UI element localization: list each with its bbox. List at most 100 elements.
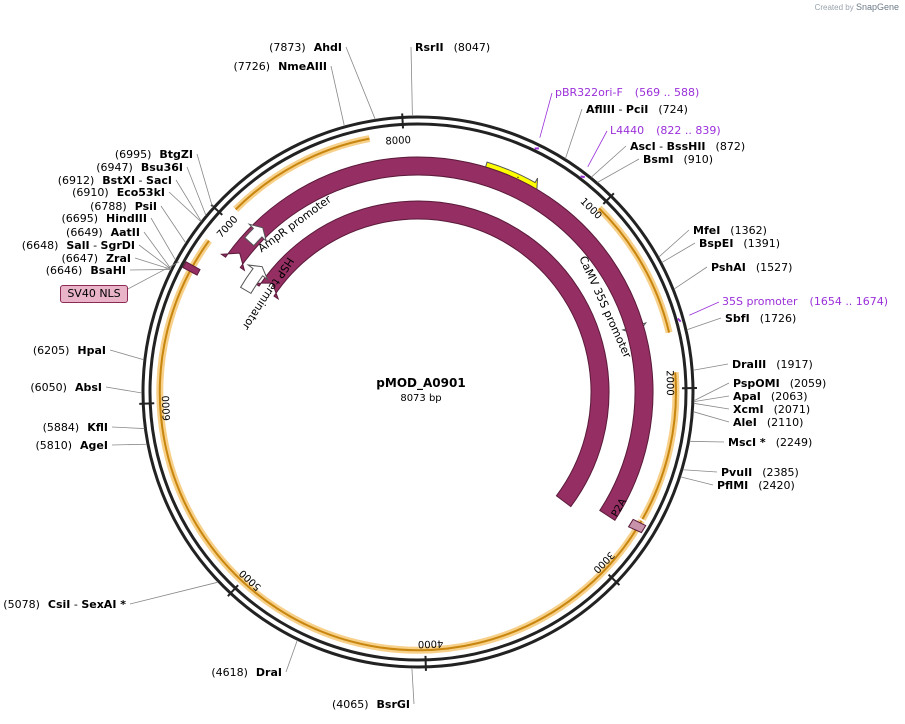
primer-name: pBR322ori-F	[555, 86, 623, 99]
backbone-outer-strand	[141, 115, 695, 669]
site-pvuii[interactable]: PvuII(2385)	[721, 466, 799, 479]
feature-hsp-terminator-label: HSP terminator	[239, 255, 296, 333]
site-psii[interactable]: (6788)PsiI	[90, 200, 157, 213]
tick-8000	[401, 113, 405, 129]
site-asci[interactable]: AscI - BssHII(872)	[630, 140, 745, 153]
site-name: AgeI	[80, 439, 108, 452]
site-hpai[interactable]: (6205) HpaI	[33, 344, 106, 357]
site-eco53ki[interactable]: (6910)Eco53kI	[72, 186, 165, 199]
site-bsrgi[interactable]: (4065) BsrGI	[332, 698, 410, 711]
site-apai[interactable]: ApaI(2063)	[733, 390, 807, 403]
sv40-nls-label[interactable]: SV40 NLS	[60, 285, 128, 303]
site-name-2: SexAI *	[81, 598, 126, 611]
primer-labels: pBR322ori-F(569 .. 588) L4440(822 .. 839)…	[534, 86, 888, 323]
site-bsu36i[interactable]: (6947)Bsu36I	[96, 161, 183, 174]
site-name: BsmI	[643, 153, 674, 166]
feature-hsp-terminator-arrow[interactable]	[239, 264, 269, 295]
site-name: PvuII	[721, 466, 752, 479]
site-alei[interactable]: AleI(2110)	[733, 416, 803, 429]
site-bstxi[interactable]: (6912)BstXI - SacI	[58, 174, 172, 187]
site-position: (724)	[658, 103, 688, 116]
site-name: XcmI	[733, 403, 764, 416]
site-name: HpaI	[77, 344, 106, 357]
site-aatii[interactable]: (6649)AatII	[66, 226, 140, 239]
feature-ampr-promoter-arrow[interactable]	[244, 223, 268, 247]
site-mfei[interactable]: MfeI(1362)	[693, 224, 767, 237]
feature-cas9-label-3: Cas9	[359, 559, 388, 578]
site-name: ZraI	[106, 252, 131, 265]
plasmid-name: pMOD_A0901	[376, 376, 465, 391]
leader-pshai	[673, 266, 708, 290]
site-pflmi[interactable]: PflMI(2420)	[717, 479, 795, 492]
feature-cas9-arrow-3[interactable]	[253, 200, 610, 508]
site-bsahi[interactable]: (6646)BsaHI	[46, 264, 126, 277]
feature-p2a-box[interactable]	[627, 518, 647, 534]
site-position: (6995)	[115, 148, 152, 161]
site-bspei[interactable]: BspEI (1391)	[699, 237, 780, 250]
site-ahdi[interactable]: (7873)AhdI	[269, 41, 342, 54]
site-msci[interactable]: MscI *(2249)	[728, 436, 812, 449]
primer-mark-l4440	[580, 175, 585, 179]
site-name: MfeI	[693, 224, 720, 237]
orf-35s-side-line	[641, 372, 677, 520]
site-name: AleI	[733, 416, 757, 429]
leader-eco53ki	[168, 191, 202, 222]
site-name-2: SgrDI	[101, 239, 135, 252]
site-kfli[interactable]: (5884)KflI	[43, 421, 108, 434]
site-name: AbsI	[75, 381, 102, 394]
site-position: (1917)	[776, 358, 813, 371]
site-afliii[interactable]: AflIII - PciI(724)	[586, 103, 688, 116]
site-position: (6695)	[61, 212, 98, 225]
site-name: AatII	[111, 226, 140, 239]
site-name: PflMI	[717, 479, 748, 492]
site-position: (1527)	[756, 261, 793, 274]
feature-cas9-label-4: Cas9	[332, 595, 362, 616]
site-hindiii[interactable]: (6695)HindIII	[61, 212, 147, 225]
sv40-nls-leader	[125, 261, 180, 291]
site-position: (872)	[716, 140, 746, 153]
site-agei[interactable]: (5810)AgeI	[35, 439, 108, 452]
site-sali[interactable]: (6648)SalI - SgrDI	[22, 239, 135, 252]
site-xcmi[interactable]: XcmI(2071)	[733, 403, 810, 416]
site-name: BstXI	[102, 174, 135, 187]
site-bsmi[interactable]: BsmI (910)	[643, 153, 713, 166]
orf-cas9-line	[158, 240, 643, 652]
orf-ori-side-line	[598, 207, 671, 333]
site-name: AhdI	[314, 41, 342, 54]
site-draiii[interactable]: DraIII(1917)	[732, 358, 813, 371]
leader-btgzi	[196, 153, 214, 208]
orf-highlights	[156, 135, 680, 654]
site-position: (1391)	[743, 237, 780, 250]
site-csii[interactable]: (5078)CsiI - SexAI *	[3, 598, 126, 611]
tick-5000	[227, 584, 239, 597]
site-nmeaiii[interactable]: (7726)NmeAIII	[234, 60, 328, 73]
site-name: BspEI	[699, 237, 733, 250]
credit-prefix: Created by	[814, 3, 854, 12]
primer-35spromoter[interactable]: 35S promoter(1654 .. 1674)	[722, 295, 888, 308]
primer-leader-l4440	[587, 130, 608, 168]
site-pshai[interactable]: PshAI(1527)	[711, 261, 792, 274]
site-position: (910)	[684, 153, 714, 166]
site-rsrii[interactable]: RsrII(8047)	[415, 41, 490, 54]
site-sbfi[interactable]: SbfI(1726)	[725, 312, 796, 325]
site-name-2: PciI	[626, 103, 648, 116]
site-drai[interactable]: (4618)DraI	[211, 666, 282, 679]
site-position: (4065)	[332, 698, 369, 711]
primer-l4440[interactable]: L4440(822 .. 839)	[610, 124, 721, 137]
leader-xcmi	[693, 402, 730, 410]
feature-sv40-nls-box[interactable]	[182, 261, 201, 276]
feature-cas9-arrow-4[interactable]	[219, 156, 654, 521]
site-absi[interactable]: (6050)AbsI	[30, 381, 102, 394]
leader-csii	[129, 581, 219, 605]
site-zrai[interactable]: (6647)ZraI	[62, 252, 132, 265]
primer-pbr322orif[interactable]: pBR322ori-F(569 .. 588)	[555, 86, 699, 99]
site-btgzi[interactable]: (6995) BtgZI	[115, 148, 193, 161]
site-position: (6205)	[33, 344, 70, 357]
site-name: AflIII	[586, 103, 615, 116]
site-name: BsrGI	[377, 698, 410, 711]
site-name: BtgZI	[159, 148, 193, 161]
leader-sali	[138, 244, 172, 270]
site-name: SalI	[66, 239, 89, 252]
leader-hindiii	[150, 217, 176, 261]
site-pspomi[interactable]: PspOMI(2059)	[733, 377, 826, 390]
